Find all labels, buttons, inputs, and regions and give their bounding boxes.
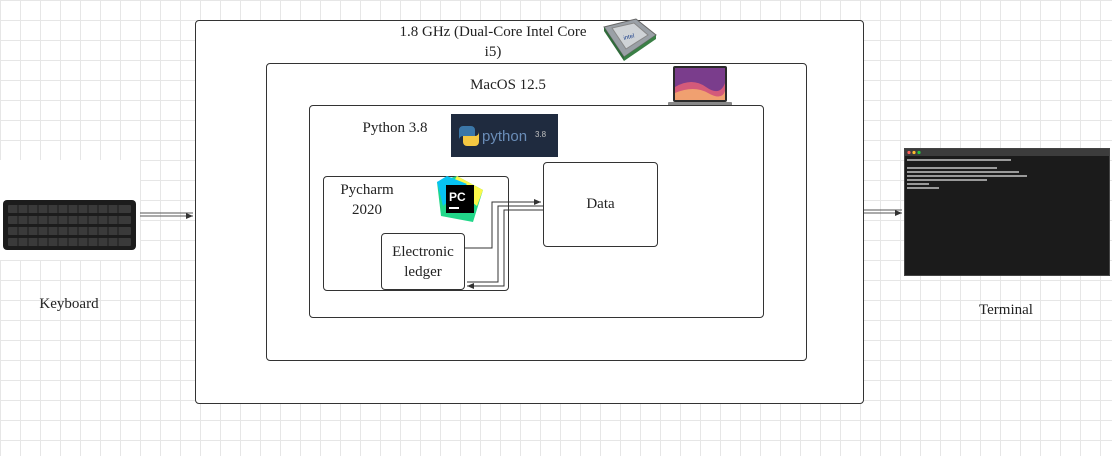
ledger-label: Electronic ledger xyxy=(392,244,454,280)
arrow-cpu-to-terminal xyxy=(864,209,902,216)
python-label: Python 3.8 xyxy=(362,120,428,136)
cpu-chip-icon: intel xyxy=(600,17,658,63)
data-box xyxy=(543,162,658,247)
pycharm-logo: PC xyxy=(437,176,483,222)
data-label: Data xyxy=(586,196,615,212)
python-logo: python 3.8 xyxy=(451,114,558,157)
cpu-label: 1.8 GHz (Dual-Core Intel Core i5) xyxy=(399,24,587,60)
ledger-box xyxy=(381,233,465,290)
svg-text:3.8: 3.8 xyxy=(535,130,547,139)
keyboard-label: Keyboard xyxy=(39,296,99,312)
keyboard-icon xyxy=(0,160,140,260)
terminal-window-icon xyxy=(904,148,1110,276)
svg-text:python: python xyxy=(482,128,527,145)
pycharm-label: Pycharm 2020 xyxy=(340,182,394,218)
svg-text:PC: PC xyxy=(449,190,466,204)
svg-text:intel: intel xyxy=(623,33,635,41)
arrow-keyboard-to-cpu xyxy=(140,212,193,219)
macbook-icon xyxy=(668,65,732,107)
os-label: MacOS 12.5 xyxy=(470,77,546,93)
terminal-label: Terminal xyxy=(979,302,1033,318)
